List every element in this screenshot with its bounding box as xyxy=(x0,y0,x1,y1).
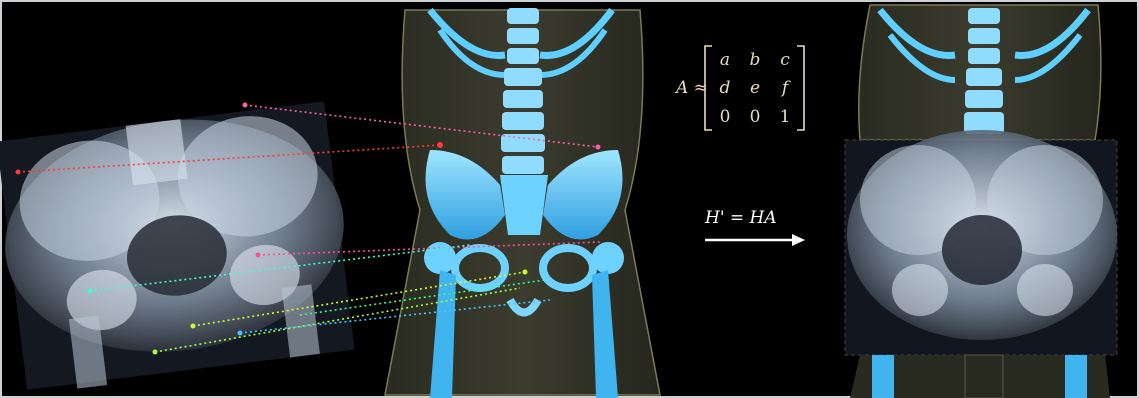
matrix-cell: 0 xyxy=(743,107,767,127)
matrix-cell: 1 xyxy=(773,107,797,127)
matrix-cell: d xyxy=(713,78,737,98)
center-skeleton-figure xyxy=(385,8,660,398)
matrix-label: A ≈ xyxy=(676,78,708,98)
matrix-cell: 0 xyxy=(713,107,737,127)
matrix-cell: f xyxy=(773,78,797,98)
matrix-cell: a xyxy=(713,50,737,70)
right-registered-figure xyxy=(845,5,1117,398)
matrix-cell: b xyxy=(743,50,767,70)
matrix-cell: e xyxy=(743,78,767,98)
transform-formula: H' = HA xyxy=(705,208,777,228)
left-pelvis-xray xyxy=(0,101,360,396)
matrix-cell: c xyxy=(773,50,797,70)
